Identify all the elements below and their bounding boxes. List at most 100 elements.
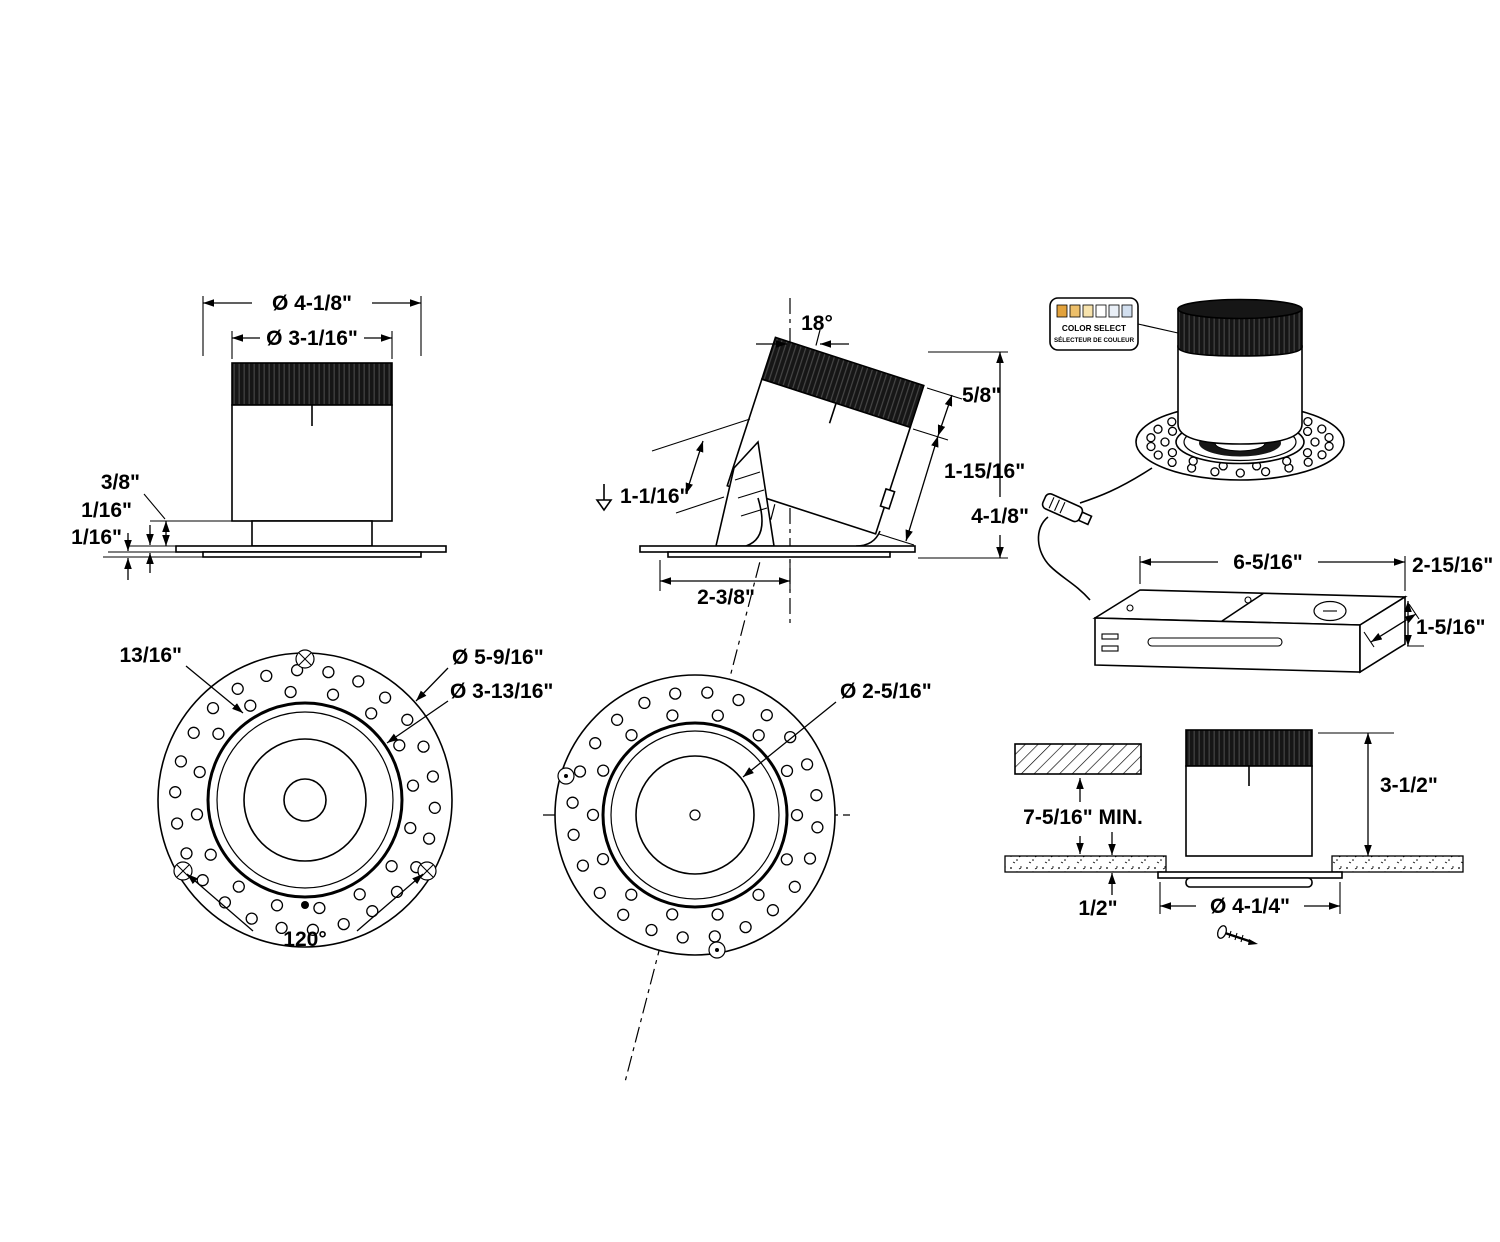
dim-label: 1/16" [71, 526, 122, 549]
aperture-circle [635, 755, 755, 875]
seam-mark [828, 403, 837, 424]
box-front-face [1094, 617, 1361, 673]
housing-body [1177, 345, 1303, 445]
trim-lip [667, 551, 891, 558]
lid-divider [1221, 592, 1265, 622]
dim-flange-diameter: Ø 5-9/16" [415, 646, 544, 702]
dim-band-height: 5/8" [912, 384, 1001, 441]
tilt-side-view: 18° 5/8" 1-15/16" 4-1/8" [595, 312, 1029, 609]
dim-regress: 1-1/16" [595, 418, 751, 514]
dim-box-height: 1-5/16" [1404, 601, 1486, 647]
dim-label: 7-5/16" MIN. [1023, 806, 1143, 829]
cct-swatch [1082, 304, 1094, 318]
dim-label: 18° [801, 312, 833, 335]
dim-label: Ø 5-9/16" [452, 646, 544, 669]
screw-icon [417, 861, 437, 881]
dim-label: 1/16" [81, 499, 132, 522]
cct-swatch [1069, 304, 1081, 318]
flange-plate [175, 545, 447, 553]
knockout [1313, 600, 1347, 622]
trim-collar [251, 520, 373, 547]
color-select-label-fr: SÉLECTEUR DE COULEUR [1054, 336, 1135, 344]
dim-label: Ø 2-5/16" [840, 680, 932, 703]
heatsink-band [1185, 729, 1313, 767]
screw-icon [1216, 925, 1258, 945]
dim-label: 1-1/16" [620, 485, 690, 508]
lens-circle [283, 778, 327, 822]
mounting-holes-ring [566, 686, 824, 944]
dim-label: 1-5/16" [1416, 616, 1486, 639]
front-view: 13/16" Ø 5-9/16" Ø 3-13/16" 120° [119, 644, 553, 951]
latch [879, 487, 896, 510]
mounting-holes-ring [586, 709, 804, 921]
dim-ring-width: 13/16" [119, 644, 244, 714]
dim-label: 5/8" [962, 384, 1001, 407]
dim-label: 3-1/2" [1380, 774, 1438, 797]
dim-outer-diameter: Ø 4-1/8" [202, 292, 422, 356]
trim-lip [202, 551, 422, 558]
flange-plate [639, 545, 916, 553]
trim-lip [1185, 877, 1313, 888]
dim-label: 1/2" [1078, 897, 1117, 920]
mounting-holes-ring [190, 685, 420, 915]
cct-swatch [1056, 304, 1068, 318]
tilted-housing [726, 336, 925, 535]
install-view: 3-1/2" 7-5/16" MIN. 1/2" Ø 4-1/4" [1004, 729, 1464, 945]
iso-view: COLOR SELECT SÉLECTEUR DE COULEUR [1037, 297, 1493, 674]
dim-label: 2-15/16" [1412, 554, 1493, 577]
cct-swatch [1108, 304, 1120, 318]
driver-box [1092, 589, 1408, 674]
dim-flange-gap: 1/16" [81, 499, 176, 573]
screw-icon [557, 767, 575, 785]
ceiling-section-right [1331, 855, 1464, 873]
dim-label: Ø 3-13/16" [450, 680, 553, 703]
dim-inner-diameter: Ø 3-1/16" [231, 327, 393, 359]
dim-label: 120° [283, 928, 326, 951]
dim-label: Ø 3-1/16" [266, 327, 358, 350]
color-select-callout: COLOR SELECT SÉLECTEUR DE COULEUR [1049, 297, 1179, 351]
dim-trim-diameter: Ø 3-13/16" [386, 680, 553, 744]
dim-aperture-diameter: Ø 2-5/16" [742, 680, 932, 778]
heatsink-band [1177, 308, 1303, 357]
screw-icon [173, 861, 193, 881]
heatsink-band [231, 362, 393, 406]
depth-symbol-icon [595, 484, 613, 512]
heatsink-top [1177, 298, 1303, 320]
side-view: Ø 4-1/8" Ø 3-1/16" 3/8" 1/16" 1/16" [71, 292, 447, 580]
mounting-holes-ring [169, 664, 441, 936]
dim-cutout-diameter: Ø 4-1/4" [1159, 882, 1341, 918]
dim-height-above-ceiling: 3-1/2" [1318, 732, 1438, 856]
cable [1037, 516, 1091, 601]
dim-label: 13/16" [119, 644, 182, 667]
cable [1079, 467, 1153, 504]
front-view-tilted: Ø 2-5/16" [554, 674, 932, 959]
dim-tilt-angle: 18° [756, 312, 849, 348]
cable-assembly [1037, 467, 1153, 601]
dim-label: 4-1/8" [971, 505, 1029, 528]
dim-ceiling-thickness: 1/2" [1078, 832, 1118, 920]
ceiling-section-left [1004, 855, 1167, 873]
throat-curve [745, 497, 763, 547]
center-mark [689, 809, 701, 821]
screw-icon [295, 649, 315, 669]
dim-step-height: 3/8" [101, 471, 232, 547]
dim-overall-height: 4-1/8" [918, 351, 1029, 559]
dim-label: 3/8" [101, 471, 140, 494]
dim-axis-offset: 2-3/8" [659, 560, 791, 609]
dim-box-length: 6-5/16" [1139, 551, 1406, 591]
vent-slot [1147, 637, 1283, 647]
dim-label: Ø 4-1/8" [272, 292, 352, 315]
quick-connector [1041, 493, 1093, 526]
callout-leader [1137, 323, 1179, 334]
dim-label: 2-3/8" [697, 586, 755, 609]
color-select-label-en: COLOR SELECT [1062, 324, 1126, 333]
screw-icon [708, 941, 726, 959]
iso-fixture [1135, 298, 1345, 481]
dim-flange-thickness: 1/16" [71, 526, 203, 580]
dim-label: Ø 4-1/4" [1210, 895, 1290, 918]
dim-side-length: 1-15/16" [878, 435, 1025, 546]
flange-plate [1157, 871, 1343, 879]
dim-screw-angle: 120° [186, 873, 424, 951]
index-dot [301, 901, 309, 909]
